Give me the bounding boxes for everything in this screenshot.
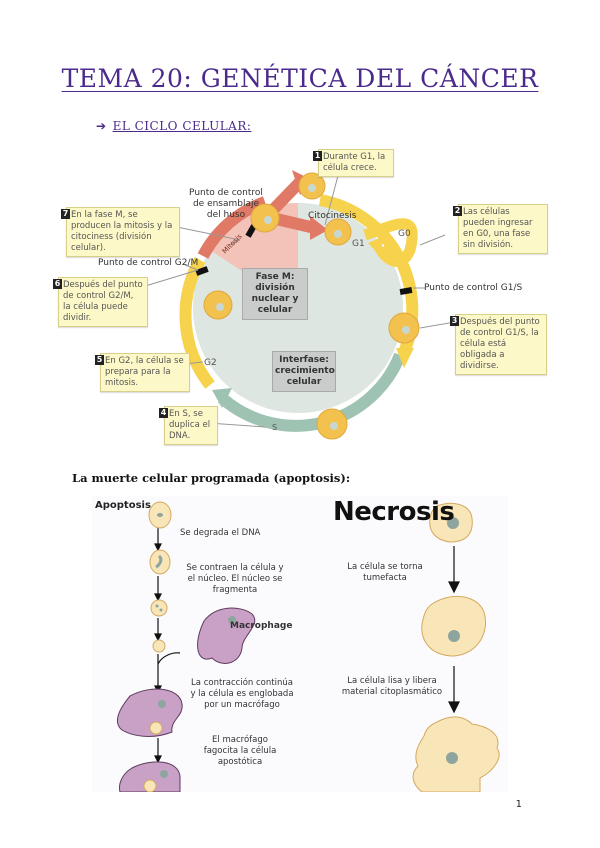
page-number: 1 — [515, 799, 522, 810]
macrophage-label: Macrophage — [230, 621, 293, 631]
apoptosis-step-4: El macrófago fagocita la célula apostóti… — [203, 735, 277, 767]
cytokinesis-arrowhead-right — [310, 216, 328, 240]
apoptosis-step-3: La contracción continúa y la célula es e… — [190, 678, 294, 710]
callout-number: 3 — [450, 316, 459, 326]
callout-text: Durante G1, la célula crece. — [323, 152, 386, 173]
interphase-box: Interfase: crecimiento celular — [272, 351, 336, 392]
callout-number: 4 — [159, 408, 168, 418]
g1s-checkpoint-label: Punto de control G1/S — [424, 283, 523, 293]
s-label: S — [272, 423, 277, 432]
mitosis-arc — [197, 196, 268, 259]
callout-number: 5 — [95, 355, 104, 365]
macrophage-phagocytosing — [119, 761, 181, 792]
g0-label: G0 — [398, 229, 411, 239]
necrosis-step-1: La célula se torna tumefacta — [347, 562, 423, 583]
callout-text: Después del punto de control G2/M, la cé… — [63, 280, 143, 323]
necrosis-title: Necrosis — [333, 497, 455, 527]
g0-loop — [363, 218, 418, 267]
callout-number: 7 — [61, 209, 70, 219]
callout-text: En la fase M, se producen la mitosis y l… — [71, 210, 173, 253]
macrophage-engulfing — [117, 688, 183, 737]
m-phase-box: Fase M: división nuclear y celular — [242, 268, 308, 320]
g2-label: G2 — [204, 358, 217, 368]
g0-arrowhead — [368, 236, 384, 256]
g2-phase-arc — [179, 257, 215, 389]
section-heading-apoptosis: La muerte celular programada (apoptosis)… — [72, 471, 351, 485]
cell-cycle-diagram: G1 G0 G2 S Mitosis — [141, 167, 456, 440]
callout-number: 1 — [313, 151, 322, 161]
necrosis-cell-2 — [421, 595, 486, 657]
s-arrowhead — [212, 388, 232, 408]
callout-number: 2 — [453, 206, 462, 216]
apoptosis-step-1: Se degrada el DNA — [180, 528, 261, 538]
spindle-checkpoint-marker — [245, 224, 257, 238]
callout-text: Después del punto de control G1/S, la cé… — [460, 317, 540, 371]
g2m-checkpoint-label: Punto de control G2/M — [98, 258, 199, 268]
g1-label: G1 — [352, 239, 365, 249]
necrosis-step-2: La célula lisa y libera material citopla… — [341, 676, 443, 697]
callout-text: En G2, la célula se prepara para la mito… — [105, 356, 184, 388]
right-arrow-icon: ➔ — [96, 119, 107, 133]
callout-text: Las células pueden ingresar en G0, una f… — [463, 207, 533, 250]
macrophage — [197, 607, 256, 664]
callout-text: En S, se duplica el DNA. — [169, 409, 211, 441]
apoptosis-title: Apoptosis — [95, 500, 151, 511]
cytokinesis-label: Citocinesis — [308, 211, 357, 221]
spindle-checkpoint-label: Punto de control de ensamblaje del huso — [189, 188, 263, 220]
section-heading-text: EL CICLO CELULAR: — [112, 119, 252, 133]
section-heading-cell-cycle: ➔ EL CICLO CELULAR: — [96, 119, 251, 133]
g1s-checkpoint-marker — [399, 287, 413, 295]
g2m-checkpoint-marker — [195, 266, 209, 276]
page-title: TEMA 20: GENÉTICA DEL CÁNCER — [61, 64, 539, 93]
apoptosis-step-2: Se contraen la célula y el núcleo. El nú… — [186, 563, 284, 595]
apoptosis-cell-4 — [152, 639, 166, 653]
apoptosis-cell-3 — [150, 599, 168, 617]
g1-arrowhead — [396, 348, 414, 368]
apoptosis-necrosis-drawing — [117, 501, 500, 792]
callout-number: 6 — [53, 279, 62, 289]
